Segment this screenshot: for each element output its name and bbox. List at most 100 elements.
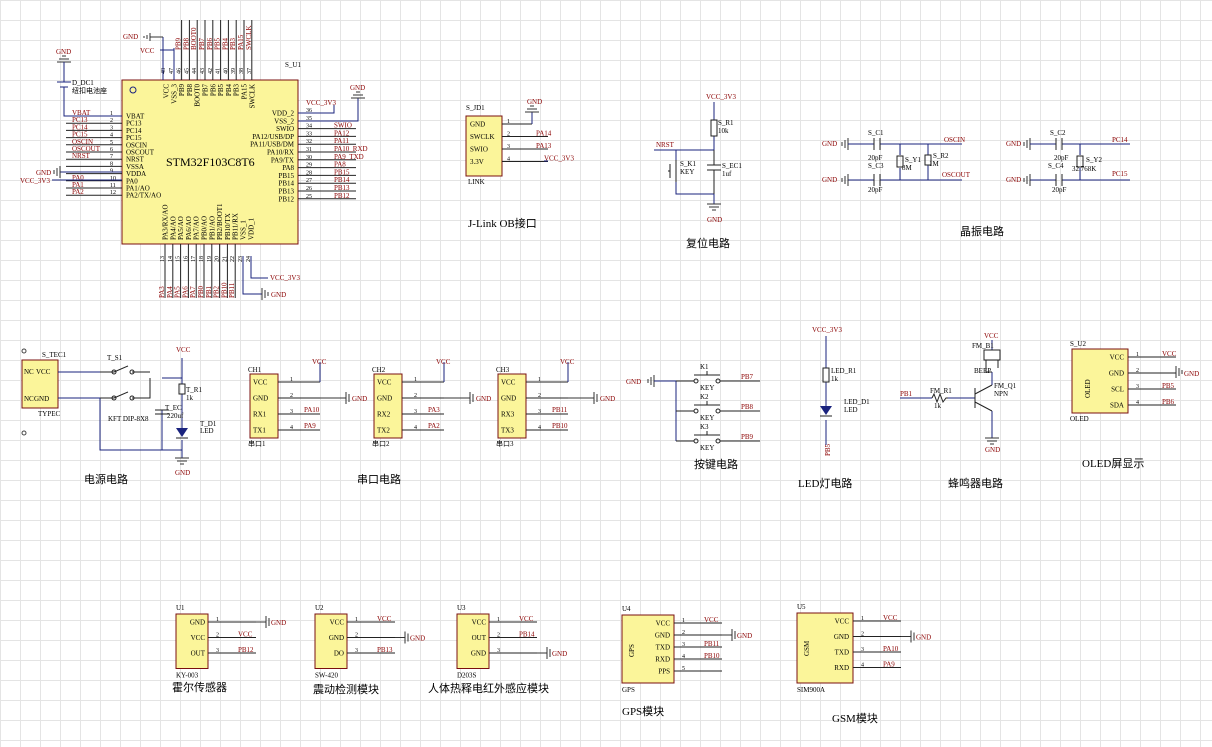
buzzer-beeper[interactable] <box>983 349 1001 361</box>
vdd1-wire <box>250 256 268 279</box>
xtal1-capacitors[interactable] <box>873 138 881 186</box>
mcu-pin-33-number: 33 <box>306 131 312 137</box>
typec-mount-bottom <box>21 430 27 436</box>
battery-symbol[interactable] <box>57 62 122 117</box>
switch-ref: T_S1 <box>107 354 123 362</box>
mcu-pin-12-number: 12 <box>110 190 116 196</box>
oled-connector[interactable] <box>1071 348 1129 414</box>
xtal-r2[interactable] <box>924 154 932 166</box>
power-capacitor[interactable] <box>155 409 169 415</box>
mcu-pin-21-number: 21 <box>222 256 228 262</box>
module-u2-gnd-symbol <box>395 631 409 644</box>
led-resistor[interactable] <box>822 367 830 383</box>
mcu-pin-44-net: BOOT0 <box>190 27 198 50</box>
buzzer-transistor[interactable] <box>974 384 993 412</box>
key-3-switch[interactable] <box>676 431 760 442</box>
mcu-pin-17-name: PA7/AO <box>193 216 201 240</box>
serial-ch3-gnd-symbol <box>568 392 598 404</box>
xtal-c4-gnd-symbol <box>1023 174 1031 186</box>
mcu-pin-23-number: 23 <box>238 256 244 262</box>
power-switch[interactable] <box>100 365 151 399</box>
mcu-pin-29-number: 29 <box>306 163 312 169</box>
reset-vcc-label: VCC_3V3 <box>706 93 736 101</box>
module-u4-footer: GPS <box>622 686 635 694</box>
module-u3-pin-1-number: 1 <box>497 617 500 623</box>
mcu-pin-44-name: BOOT0 <box>194 84 202 107</box>
reset-c-val: 1uf <box>722 170 732 178</box>
serial-ch1-pin-4-number: 4 <box>290 425 293 431</box>
xtal-y1[interactable] <box>896 155 904 168</box>
serial-ch3-connector[interactable] <box>497 373 527 439</box>
serial-ch2-connector[interactable] <box>373 373 403 439</box>
oled-pin-4-name: SDA <box>1110 402 1124 410</box>
mcu-designator: S_U1 <box>285 61 301 69</box>
buzzer-resistor[interactable] <box>931 392 948 404</box>
reset-key[interactable] <box>668 160 677 182</box>
power-resistor[interactable] <box>178 383 186 395</box>
module-u2-body[interactable] <box>314 613 348 669</box>
reset-capacitor[interactable] <box>707 150 721 194</box>
mcu-pin-17-net: PA7 <box>189 286 197 298</box>
typec-mount-top <box>21 348 27 354</box>
serial-ch3-pin-4-number: 4 <box>538 425 541 431</box>
module-u3-footer: D203S <box>457 672 477 680</box>
module-u2-ref: U2 <box>315 604 324 612</box>
power-led[interactable] <box>176 428 188 437</box>
serial-ch2-pin-3-name: RX2 <box>377 411 391 419</box>
power-gnd-symbol <box>175 457 189 465</box>
module-u4-pin-2-net: GND <box>737 632 752 640</box>
mcu-body[interactable] <box>121 79 299 245</box>
xtal2-wires <box>1030 143 1130 181</box>
jlink-connector[interactable] <box>465 115 503 177</box>
led-r-ref: LED_R1 <box>831 367 857 375</box>
module-u5-pin-1-number: 1 <box>861 616 864 622</box>
serial-ch1-gnd-net: GND <box>352 395 367 403</box>
module-u2-pin-2-name: GND <box>329 634 344 642</box>
mcu-pin-37-name: SWCLK <box>248 84 256 109</box>
module-u5-body[interactable] <box>796 612 854 684</box>
mcu-pin-26-net: PB13 <box>334 184 350 192</box>
mcu-pin-5-name: OSCIN <box>126 141 147 149</box>
xtal-y2[interactable] <box>1076 155 1084 168</box>
mcu-pin-30-net: PA9_TXD <box>334 153 364 161</box>
oled-pin-2-name: GND <box>1109 370 1124 378</box>
module-u4-pin-4-name: RXD <box>655 656 670 664</box>
power-r-ref: T_R1 <box>186 386 202 394</box>
serial-ch1-pin-3-name: RX1 <box>253 411 267 419</box>
module-u1-pin-3-number: 3 <box>216 648 219 654</box>
module-u5-pin-2-number: 2 <box>861 632 864 638</box>
mcu-pin-25-number: 25 <box>306 194 312 200</box>
module-u1-body[interactable] <box>175 613 209 669</box>
typec-connector[interactable] <box>21 359 59 409</box>
mcu-pin-14-number: 14 <box>168 256 174 262</box>
xtal-c4-gnd-label: GND <box>1006 176 1021 184</box>
module-u3-body[interactable] <box>456 613 490 669</box>
mcu-pin-48-number: 48 <box>161 68 167 74</box>
xtal-c2-val: 20pF <box>1054 154 1069 162</box>
key-1-switch[interactable] <box>676 371 760 382</box>
serial-ch1-connector[interactable] <box>249 373 279 439</box>
led-diode[interactable] <box>820 406 832 415</box>
xtal-y1-val: 8M <box>902 164 913 172</box>
mcu-pin-7-number: 7 <box>110 154 113 160</box>
key-3-contact-b <box>715 438 721 444</box>
module-u4-body[interactable] <box>621 614 675 684</box>
xtal-r2-ref: S_R2 <box>933 152 949 160</box>
typec-gnd-pin: GND <box>34 395 49 403</box>
mcu-pin-22-net: PB11 <box>228 282 236 298</box>
jlink-pin-2-net: PA14 <box>536 130 552 138</box>
xtal2-capacitors[interactable] <box>1055 138 1063 186</box>
mcu-pin-45-name: PB8 <box>186 84 194 97</box>
module-u3-pin-2-name: OUT <box>472 634 487 642</box>
serial-ch1-rx-net: PA10 <box>304 406 320 414</box>
mcu-pin-11-number: 11 <box>110 183 116 189</box>
serial-ch3-pin-1-number: 1 <box>538 377 541 383</box>
key-2-switch[interactable] <box>676 401 760 412</box>
module-u5-pin-1-name: VCC <box>835 618 850 626</box>
reset-resistor[interactable] <box>710 119 718 137</box>
mcu-pin-29-net: PA8 <box>334 161 346 169</box>
